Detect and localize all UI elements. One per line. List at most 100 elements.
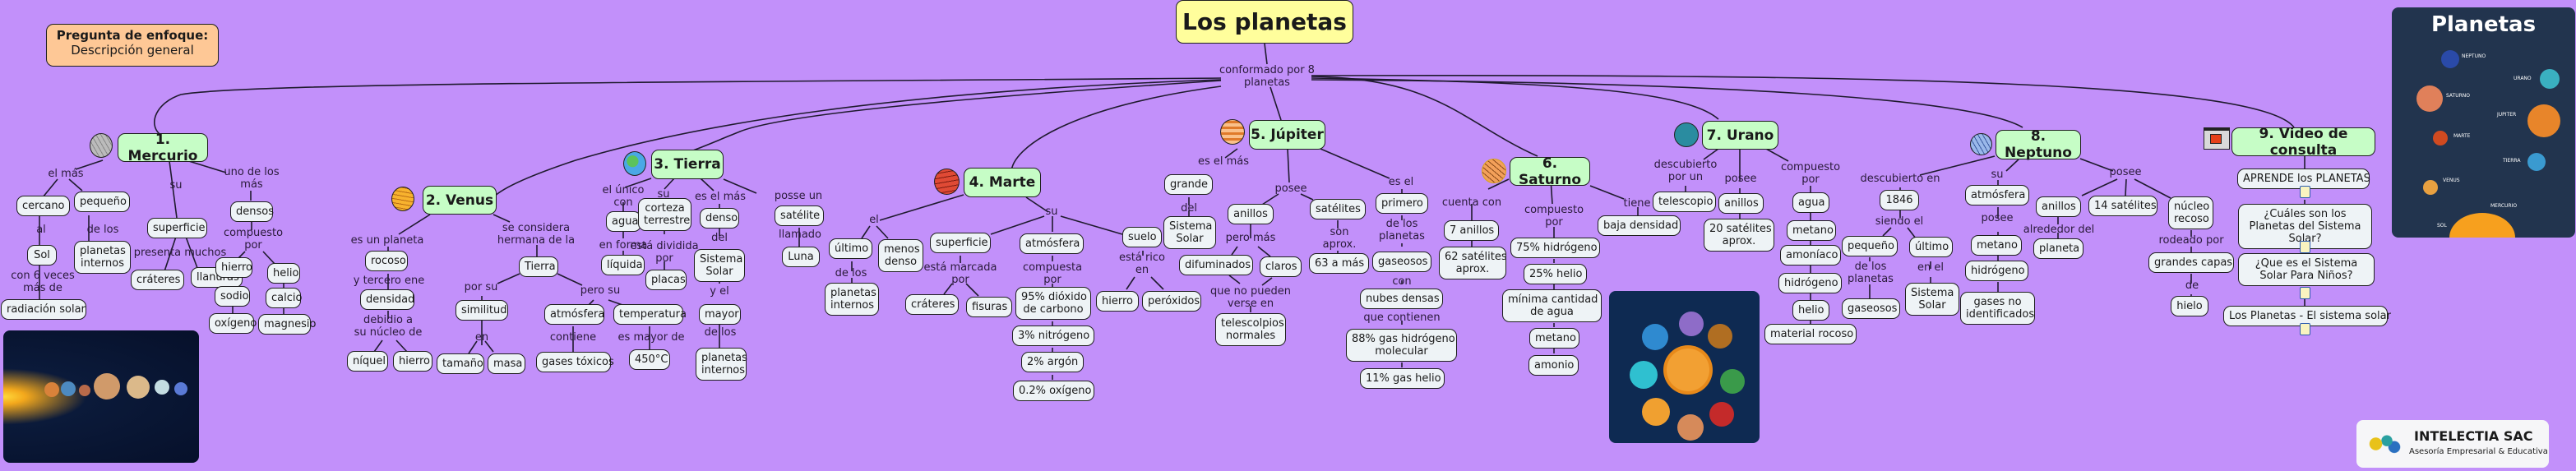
document-icon[interactable] — [2300, 186, 2310, 198]
concept-node[interactable]: gases tóxicos — [536, 352, 614, 372]
concept-node[interactable]: primero — [1376, 193, 1428, 214]
concept-node[interactable]: metano — [1529, 328, 1579, 349]
concept-node[interactable]: hierro — [1096, 291, 1139, 312]
concept-node[interactable]: baja densidad — [1598, 215, 1681, 236]
concept-node[interactable]: pequeño — [74, 192, 130, 212]
planet-node-saturno[interactable]: 6. Saturno — [1510, 155, 1590, 188]
video-link[interactable]: ¿Que es el Sistema Solar Para Niños? — [2238, 253, 2375, 286]
concept-node[interactable]: difuminados — [1179, 255, 1253, 275]
document-icon[interactable] — [2300, 287, 2310, 299]
concept-node[interactable]: atmósfera — [544, 304, 604, 325]
concept-node[interactable]: satélite — [775, 205, 824, 226]
concept-node[interactable]: 0.2% oxígeno — [1013, 381, 1094, 401]
video-link[interactable]: ¿Cuáles son los Planetas del Sistema Sol… — [2238, 204, 2372, 249]
concept-node[interactable]: 7 anillos — [1444, 220, 1499, 241]
concept-node[interactable]: anillos — [1228, 204, 1274, 224]
concept-node[interactable]: superficie — [147, 218, 207, 238]
concept-node[interactable]: suelo — [1122, 227, 1162, 247]
planet-node-mercurio[interactable]: 1. Mercurio — [118, 132, 208, 164]
concept-node[interactable]: 14 satélites — [2088, 196, 2157, 216]
concept-node[interactable]: hierro — [215, 257, 252, 278]
concept-node[interactable]: claros — [1260, 256, 1302, 277]
concept-node[interactable]: 2% argón — [1021, 352, 1084, 372]
concept-node[interactable]: último — [829, 238, 872, 259]
concept-node[interactable]: temperatura — [613, 304, 687, 325]
document-icon[interactable] — [2300, 323, 2310, 335]
concept-node[interactable]: fisuras — [966, 297, 1012, 317]
planet-node-venus[interactable]: 2. Venus — [423, 186, 497, 215]
concept-node[interactable]: amoníaco — [1780, 245, 1841, 266]
concept-node[interactable]: planeta — [2033, 238, 2083, 259]
concept-node[interactable]: tamaño — [437, 353, 484, 374]
planet-node-urano[interactable]: 7. Urano — [1702, 121, 1778, 150]
concept-node[interactable]: hierro — [393, 351, 432, 372]
concept-node[interactable]: densos — [230, 201, 274, 222]
concept-node[interactable]: grandes capas — [2148, 252, 2234, 273]
concept-node[interactable]: gaseosos — [1842, 298, 1900, 319]
concept-node[interactable]: 1846 — [1880, 190, 1919, 210]
concept-node[interactable]: 3% nitrógeno — [1012, 326, 1094, 346]
planet-node-tierra[interactable]: 3. Tierra — [651, 150, 724, 179]
concept-node[interactable]: rocoso — [365, 251, 408, 271]
concept-node[interactable]: mayor — [699, 304, 741, 325]
concept-node[interactable]: magnesio — [258, 314, 316, 335]
concept-node[interactable]: telescopio — [1653, 192, 1716, 212]
concept-node[interactable]: peróxidos — [1142, 291, 1201, 312]
concept-node[interactable]: agua — [1792, 192, 1829, 213]
document-icon[interactable] — [2300, 241, 2310, 253]
concept-node[interactable]: similitud — [456, 300, 508, 321]
concept-node[interactable]: Luna — [782, 247, 820, 267]
concept-node[interactable]: 450°C — [629, 349, 670, 370]
concept-node[interactable]: Sol — [27, 245, 57, 266]
concept-node[interactable]: atmósfera — [1965, 185, 2029, 205]
concept-node[interactable]: pequeño — [1842, 236, 1898, 256]
concept-node[interactable]: 75% hidrógeno — [1510, 238, 1600, 258]
concept-node[interactable]: hidrógeno — [1965, 261, 2028, 281]
concept-node[interactable]: densidad — [360, 289, 414, 310]
concept-node[interactable]: Tierra — [519, 256, 558, 277]
concept-node[interactable]: satélites — [1310, 199, 1366, 219]
concept-node[interactable]: helio — [267, 263, 300, 284]
concept-node[interactable]: helio — [1792, 300, 1829, 321]
concept-node[interactable]: cráteres — [131, 270, 184, 290]
concept-node[interactable]: metano — [1787, 220, 1836, 241]
concept-node[interactable]: níquel — [347, 351, 388, 372]
planet-node-neptuno[interactable]: 8. Neptuno — [1996, 128, 2081, 161]
concept-node[interactable]: metano — [1971, 235, 2022, 256]
concept-node[interactable]: agua — [606, 211, 641, 232]
concept-node[interactable]: 63 a más — [1309, 253, 1369, 274]
concept-node[interactable]: material rocoso — [1764, 324, 1857, 344]
concept-node[interactable]: anillos — [2036, 196, 2081, 217]
concept-node[interactable]: hidrógeno — [1778, 273, 1842, 293]
concept-node[interactable]: líquida — [601, 255, 645, 275]
video-link[interactable]: Los Planetas - El sistema solar — [2223, 306, 2391, 326]
concept-node[interactable]: atmósfera — [1020, 233, 1084, 254]
concept-node[interactable]: grande — [1164, 174, 1213, 195]
concept-node[interactable]: hielo — [2171, 296, 2208, 316]
concept-node[interactable]: 25% helio — [1524, 264, 1587, 284]
concept-node[interactable]: nubes densas — [1360, 289, 1443, 309]
planet-node-jupiter[interactable]: 5. Júpiter — [1249, 120, 1325, 150]
concept-node[interactable]: oxígeno — [209, 313, 257, 334]
concept-node[interactable]: gaseosos — [1372, 252, 1431, 272]
concept-node[interactable]: amonio — [1528, 355, 1579, 376]
planet-node-marte[interactable]: 4. Marte — [964, 168, 1041, 197]
concept-node[interactable]: denso — [700, 208, 739, 229]
concept-node[interactable]: 11% gas helio — [1360, 368, 1445, 389]
